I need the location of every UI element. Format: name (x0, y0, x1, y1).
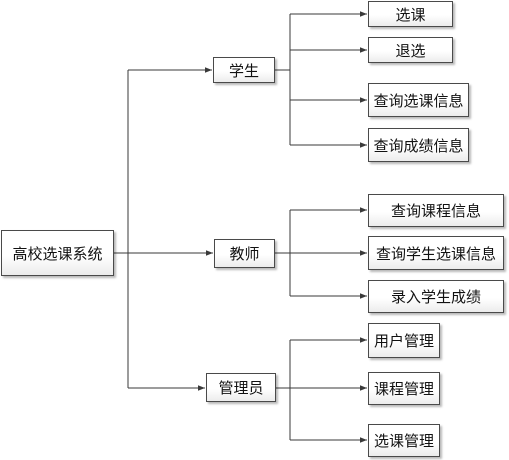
leaf-node-course-management: 课程管理 (368, 372, 440, 405)
leaf-node-label: 选课管理 (373, 432, 434, 450)
leaf-node-selection-management: 选课管理 (368, 424, 440, 457)
leaf-node-label: 查询成绩信息 (373, 136, 464, 155)
branch-node-admin: 管理员 (206, 373, 276, 402)
leaf-node-label: 录入学生成绩 (390, 288, 481, 306)
leaf-node-label: 选课 (395, 5, 426, 24)
leaf-node-label: 用户管理 (373, 332, 434, 350)
leaf-node-select-course: 选课 (368, 1, 453, 27)
branch-node-label: 教师 (229, 245, 260, 263)
leaf-node-drop-course: 退选 (368, 37, 453, 63)
branch-node-label: 管理员 (218, 379, 264, 397)
leaf-node-query-student-selection: 查询学生选课信息 (368, 236, 504, 270)
root-node: 高校选课系统 (1, 230, 114, 276)
leaf-node-enter-grades: 录入学生成绩 (368, 280, 504, 313)
root-node-label: 高校选课系统 (12, 244, 103, 263)
leaf-node-query-course-info: 查询课程信息 (368, 194, 504, 227)
leaf-node-label: 查询学生选课信息 (375, 244, 496, 263)
branch-node-student: 学生 (213, 57, 275, 83)
leaf-node-label: 课程管理 (373, 380, 434, 398)
branch-node-label: 学生 (228, 61, 259, 80)
leaf-node-label: 查询选课信息 (373, 91, 464, 110)
leaf-node-label: 查询课程信息 (390, 202, 481, 220)
leaf-node-query-selection: 查询选课信息 (368, 83, 469, 117)
leaf-node-user-management: 用户管理 (368, 323, 440, 358)
leaf-node-label: 退选 (395, 41, 426, 60)
branch-node-teacher: 教师 (214, 239, 275, 268)
leaf-node-query-grades: 查询成绩信息 (368, 128, 469, 162)
